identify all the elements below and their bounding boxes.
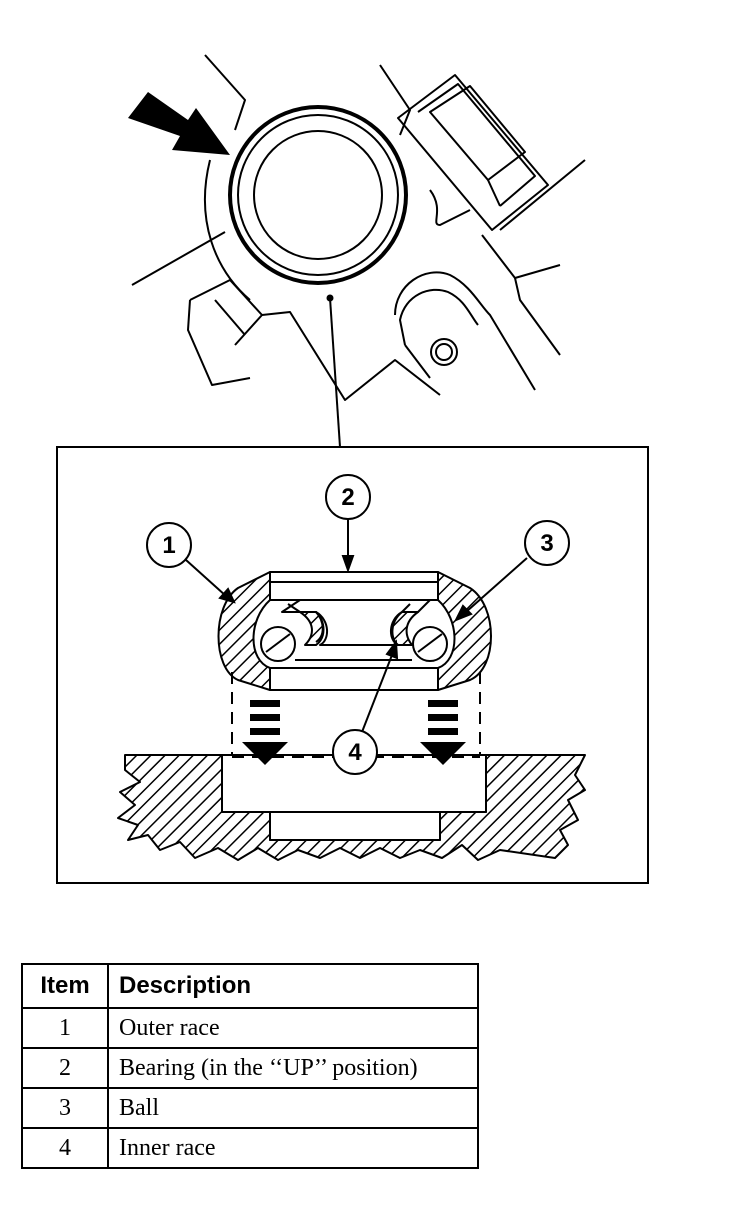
- install-direction-arrow-left-icon: [242, 700, 288, 765]
- callout-3: 3: [524, 520, 570, 566]
- legend-item-number: 4: [21, 1127, 109, 1169]
- svg-text:4: 4: [348, 739, 362, 766]
- legend-header-item: Item: [21, 963, 109, 1009]
- svg-text:1: 1: [162, 532, 175, 559]
- housing-illustration: [131, 54, 586, 401]
- table-row: 4 Inner race: [21, 1127, 479, 1169]
- legend-item-description: Ball: [107, 1087, 479, 1129]
- leader-line: [329, 297, 341, 448]
- svg-text:2: 2: [341, 484, 354, 511]
- svg-text:3: 3: [540, 530, 553, 557]
- table-row: 3 Ball: [21, 1087, 479, 1129]
- table-row: 2 Bearing (in the ‘‘UP’’ position): [21, 1047, 479, 1089]
- callout-leaders: [185, 518, 528, 733]
- bearing-installation-diagram: 1 2 3 4: [56, 54, 649, 884]
- legend-item-description: Inner race: [107, 1127, 479, 1169]
- bearing-cross-section: [217, 571, 492, 691]
- legend-header-row: Item Description: [21, 963, 479, 1009]
- legend-item-description: Bearing (in the ‘‘UP’’ position): [107, 1047, 479, 1089]
- location-arrow-icon: [128, 92, 230, 155]
- legend-table: Item Description 1 Outer race 2 Bearing …: [21, 963, 479, 1169]
- legend-item-number: 1: [21, 1007, 109, 1049]
- detail-box: [56, 446, 649, 884]
- legend-item-number: 3: [21, 1087, 109, 1129]
- table-row: 1 Outer race: [21, 1007, 479, 1049]
- callout-1: 1: [146, 522, 192, 568]
- housing-section: [117, 754, 586, 861]
- install-direction-arrow-right-icon: [420, 700, 466, 765]
- legend-header-description: Description: [107, 963, 479, 1009]
- legend-item-description: Outer race: [107, 1007, 479, 1049]
- callout-4: 4: [332, 729, 378, 775]
- callout-2: 2: [325, 474, 371, 520]
- legend-item-number: 2: [21, 1047, 109, 1089]
